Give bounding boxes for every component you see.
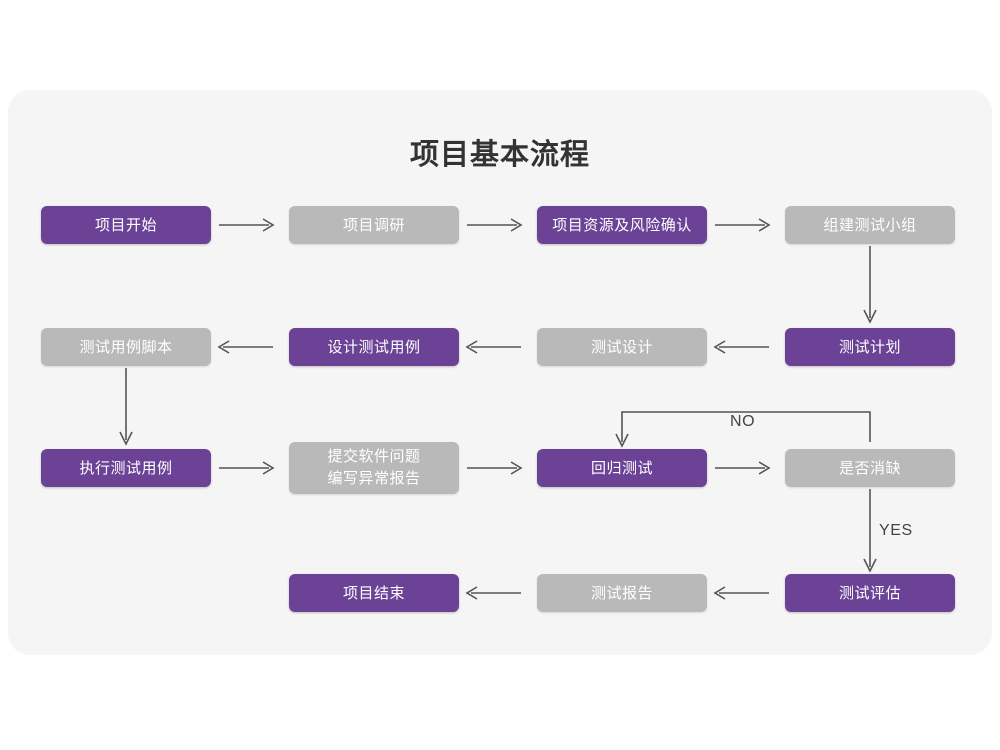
node-project-start[interactable]: 项目开始 — [41, 206, 211, 244]
node-build-test-team[interactable]: 组建测试小组 — [785, 206, 955, 244]
node-submit-bug-report[interactable]: 提交软件问题 编写异常报告 — [289, 442, 459, 494]
node-regression-test[interactable]: 回归测试 — [537, 449, 707, 487]
edge-label-yes: YES — [879, 522, 913, 539]
node-defect-resolved-decision[interactable]: 是否消缺 — [785, 449, 955, 487]
node-test-design[interactable]: 测试设计 — [537, 328, 707, 366]
node-project-research[interactable]: 项目调研 — [289, 206, 459, 244]
node-execute-testcase[interactable]: 执行测试用例 — [41, 449, 211, 487]
node-design-testcase[interactable]: 设计测试用例 — [289, 328, 459, 366]
node-test-report[interactable]: 测试报告 — [537, 574, 707, 612]
page-title: 项目基本流程 — [409, 139, 590, 171]
node-resource-risk-confirm[interactable]: 项目资源及风险确认 — [537, 206, 707, 244]
node-test-evaluation[interactable]: 测试评估 — [785, 574, 955, 612]
node-test-plan[interactable]: 测试计划 — [785, 328, 955, 366]
node-testcase-script[interactable]: 测试用例脚本 — [41, 328, 211, 366]
edge-label-no: NO — [730, 413, 756, 430]
flowchart-card — [8, 90, 992, 655]
node-project-end[interactable]: 项目结束 — [289, 574, 459, 612]
